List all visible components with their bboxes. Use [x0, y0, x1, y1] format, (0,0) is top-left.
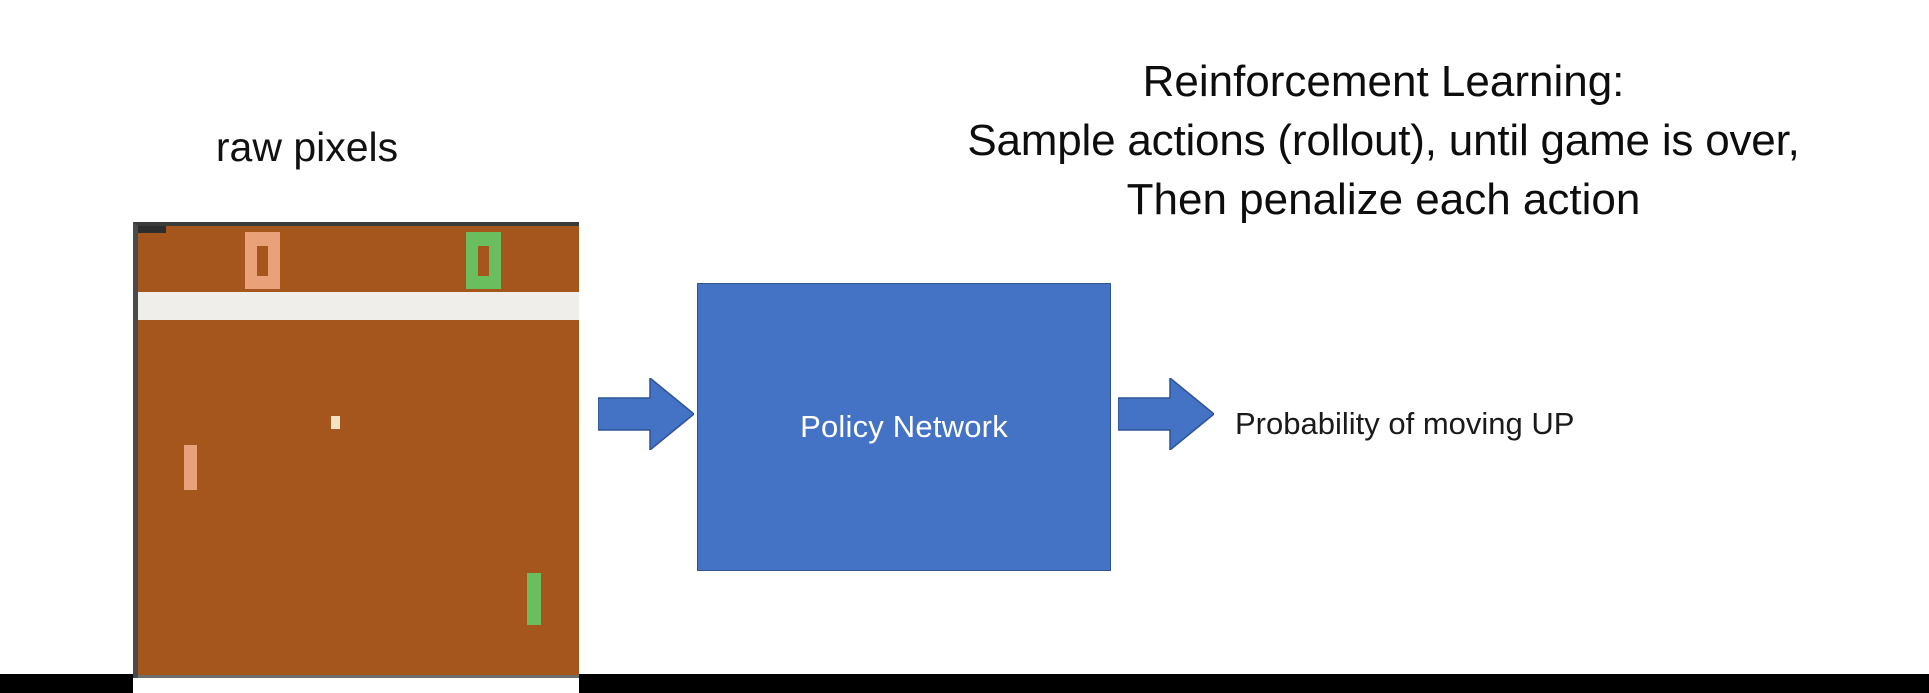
- raw-pixels-caption: raw pixels: [215, 124, 399, 170]
- title-line-2: Sample actions (rollout), until game is …: [967, 116, 1800, 165]
- right-arrow-icon: [598, 378, 694, 450]
- policy-network-box[interactable]: Policy Network: [697, 283, 1111, 571]
- bottom-bar-left: [0, 674, 133, 693]
- bottom-bar-right: [579, 674, 1929, 693]
- pong-divider-bar: [138, 292, 579, 320]
- pong-game-screen: [133, 222, 579, 678]
- pong-paddle-left: [184, 445, 197, 490]
- pong-ball: [331, 416, 340, 429]
- pong-bottom-edge: [138, 675, 579, 678]
- policy-network-label: Policy Network: [800, 409, 1008, 444]
- pong-score-left-digit-hole: [257, 245, 268, 276]
- pong-score-row: [138, 232, 579, 292]
- pong-paddle-right: [527, 573, 541, 625]
- right-arrow-icon: [1118, 378, 1214, 450]
- pong-score-right-digit-hole: [478, 245, 489, 276]
- pong-score-left-digit: [245, 232, 280, 289]
- title-line-1: Reinforcement Learning:: [1142, 57, 1625, 106]
- title-line-3: Then penalize each action: [1126, 175, 1641, 224]
- page-title: Reinforcement Learning: Sample actions (…: [838, 52, 1929, 229]
- pong-score-right-digit: [466, 232, 501, 289]
- output-probability-label: Probability of moving UP: [1235, 406, 1575, 441]
- pong-corner-notch: [138, 226, 166, 233]
